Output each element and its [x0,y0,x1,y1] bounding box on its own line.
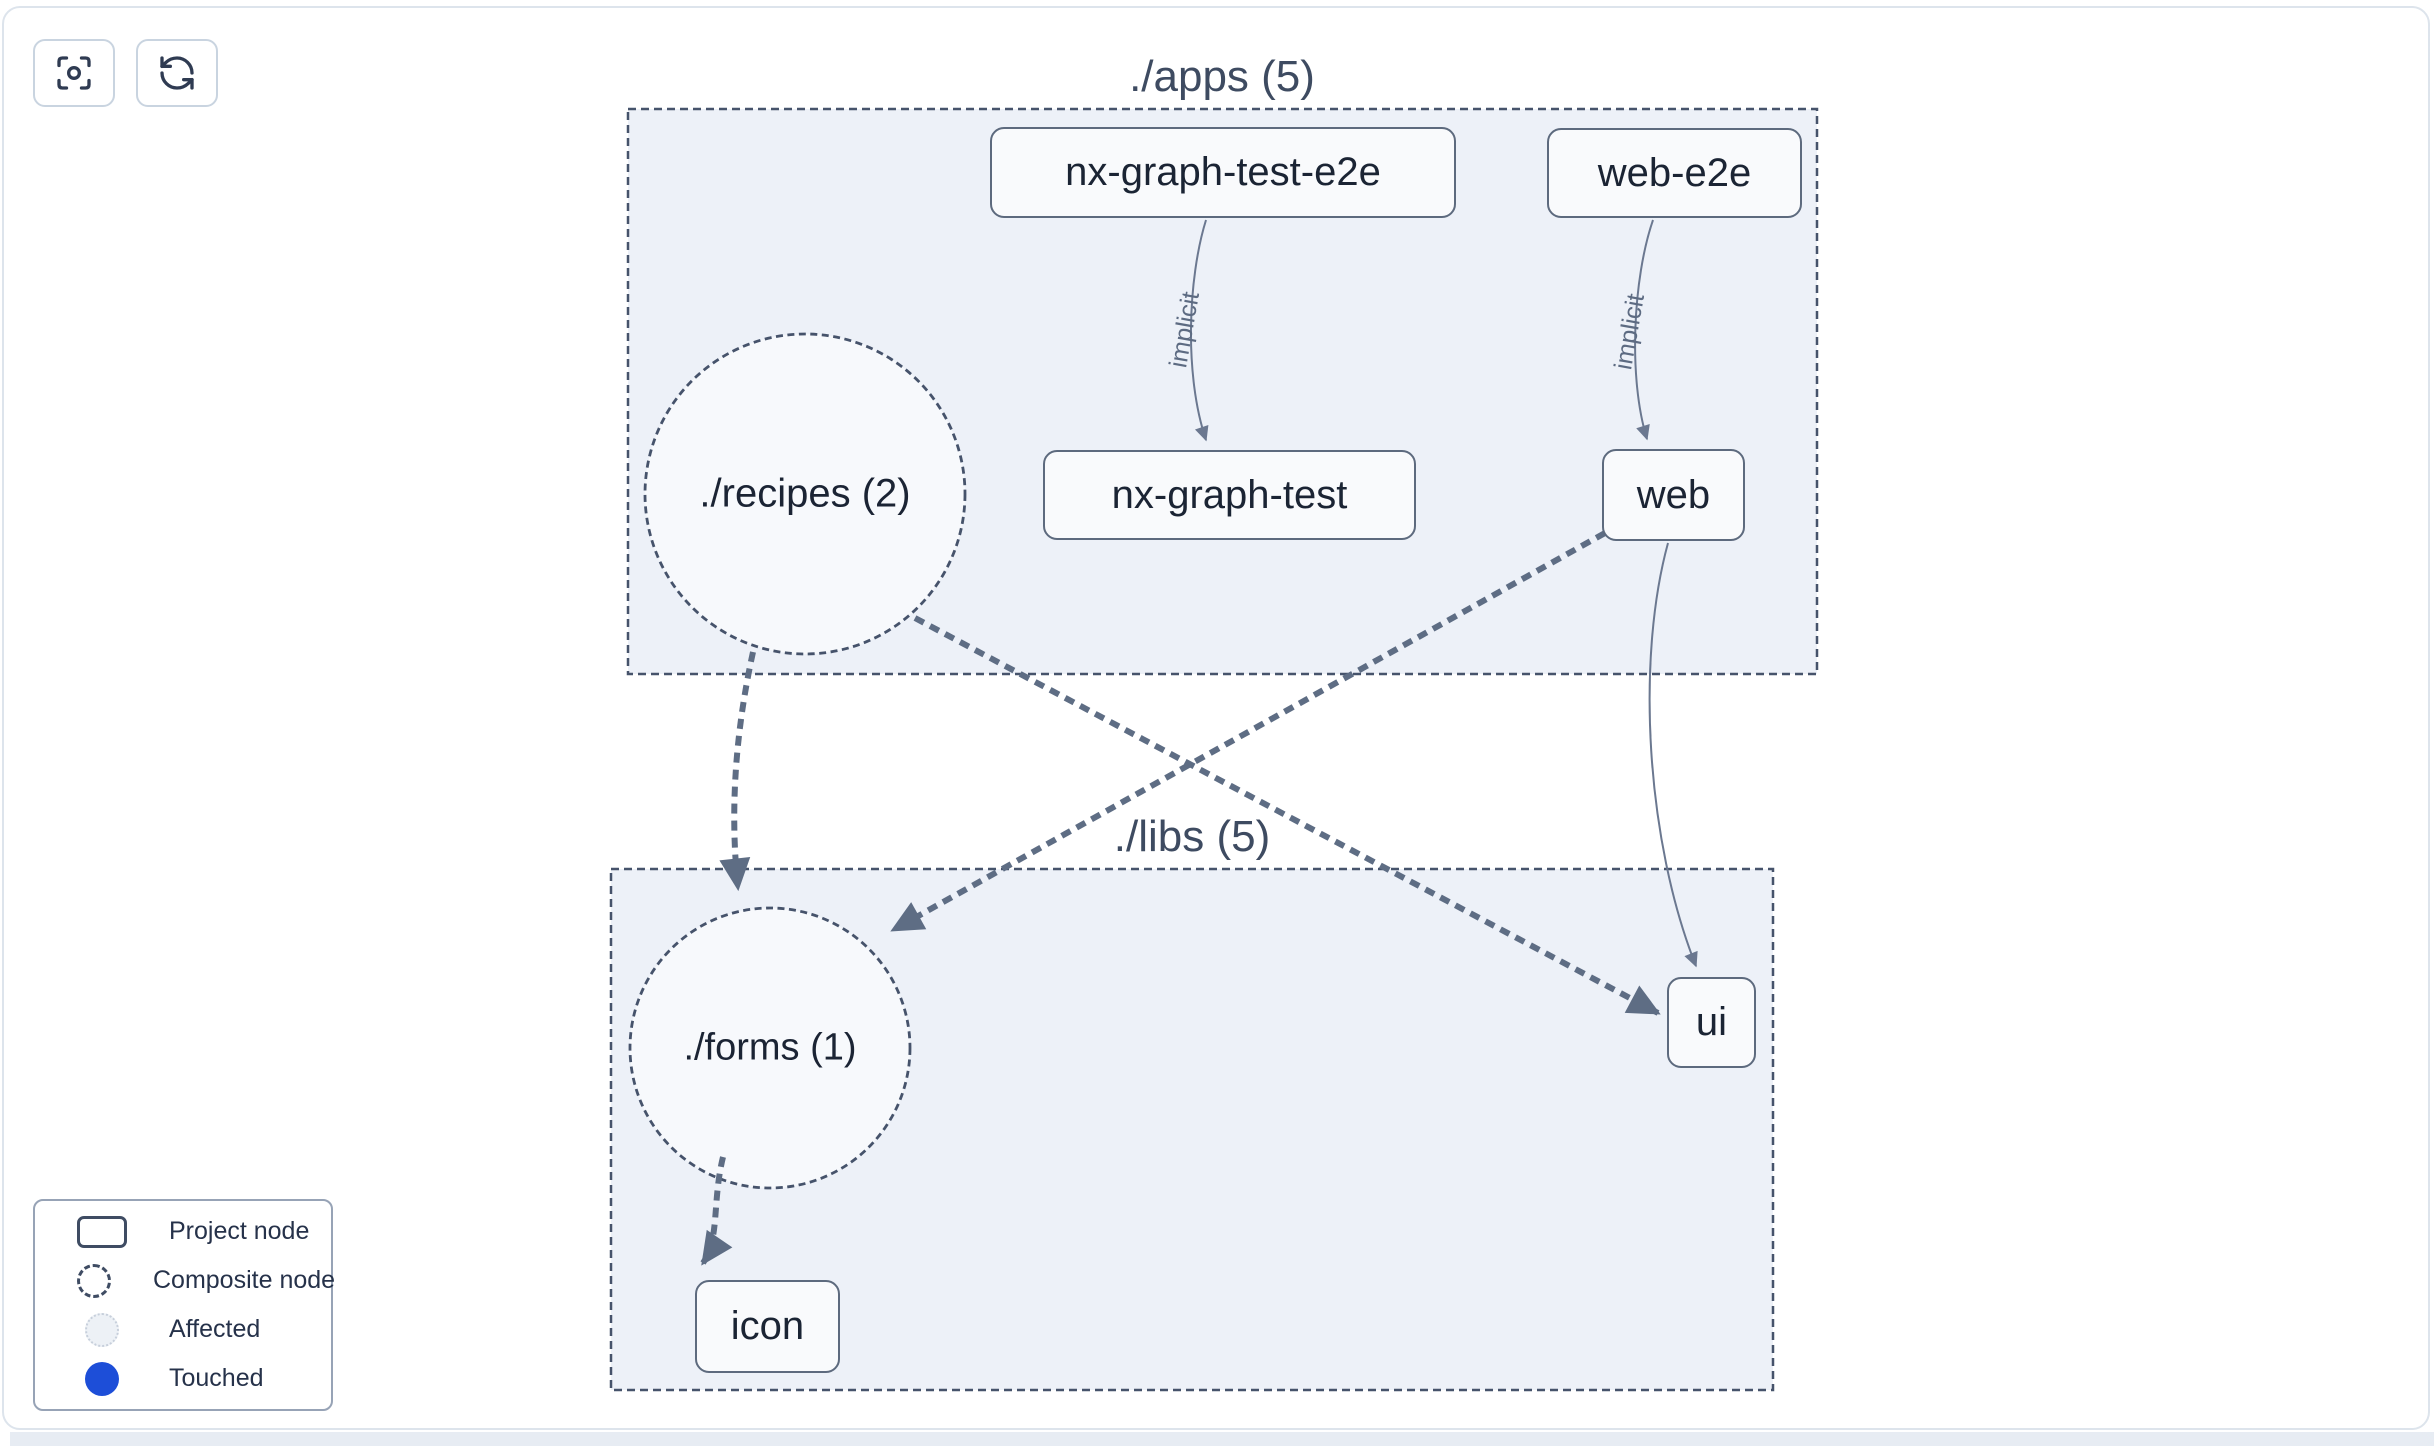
focus-icon [57,56,91,90]
node-web[interactable]: web [1602,449,1745,541]
node-forms-circle[interactable] [628,906,912,1190]
refresh-icon [160,56,194,90]
legend-label: Touched [169,1364,264,1392]
edge-recipes-to-forms [719,651,756,892]
group-apps-title: ./apps (5) [1129,52,1315,101]
node-nx-graph-test[interactable]: nx-graph-test [1043,450,1416,540]
project-node-swatch [77,1215,127,1248]
touched-swatch [85,1361,119,1396]
center-graph-button[interactable] [33,39,115,107]
legend-label: Project node [169,1217,310,1245]
node-ui[interactable]: ui [1667,977,1756,1068]
composite-node-swatch [77,1263,111,1298]
edge-nx-graph-test-e2e-to-nx-graph-test [1190,219,1209,442]
legend: Project node Composite node Affected Tou… [33,1199,335,1411]
node-web-e2e[interactable]: web-e2e [1547,128,1802,218]
legend-item-affected: Affected [77,1312,331,1348]
legend-item-project-node: Project node [77,1214,331,1250]
node-recipes-circle[interactable] [643,332,967,656]
node-recipes-label[interactable]: ./recipes (2) [699,471,911,516]
affected-swatch [85,1312,119,1347]
node-forms-label[interactable]: ./forms (1) [683,1026,857,1069]
legend-item-composite-node: Composite node [77,1263,335,1299]
legend-item-touched: Touched [77,1361,331,1397]
legend-label: Affected [169,1315,261,1343]
group-libs-title: ./libs (5) [1113,812,1271,861]
bottom-strip [10,1432,2434,1446]
edge-web-e2e-to-web [1634,219,1654,441]
edge-recipes-to-ui [913,615,1661,1016]
node-nx-graph-test-e2e[interactable]: nx-graph-test-e2e [990,127,1456,218]
edge-web-to-ui [1648,542,1698,968]
legend-label: Composite node [153,1266,336,1294]
node-icon[interactable]: icon [695,1280,840,1373]
refresh-graph-button[interactable] [136,39,218,107]
